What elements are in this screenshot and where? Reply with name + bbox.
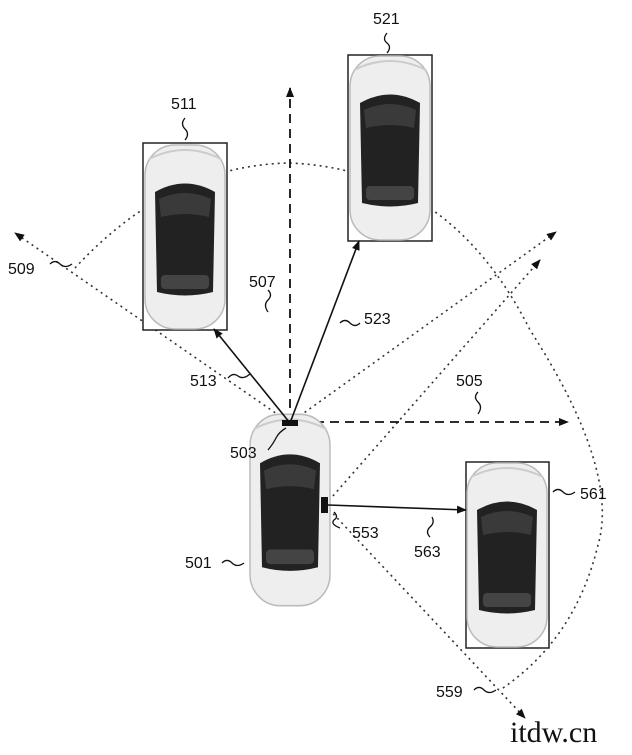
watermark: itdw.cn <box>510 716 597 749</box>
label-559: 559 <box>436 684 463 701</box>
vehicle-561 <box>465 461 550 649</box>
label-523: 523 <box>364 311 391 328</box>
label-501: 501 <box>185 555 212 572</box>
label-509: 509 <box>8 261 35 278</box>
vehicle-521 <box>347 54 433 242</box>
label-511: 511 <box>171 96 197 113</box>
side-lower-boundary-line <box>324 504 526 719</box>
detection-range-arc <box>74 162 604 691</box>
vehicle-511 <box>142 142 228 331</box>
label-503: 503 <box>230 445 257 462</box>
vector-to-521 <box>289 240 360 424</box>
vector-to-511 <box>213 328 291 424</box>
label-505: 505 <box>456 373 483 390</box>
side-sensor-553 <box>321 497 328 513</box>
vector-to-561 <box>327 504 467 514</box>
label-553: 553 <box>352 525 379 542</box>
label-507: 507 <box>249 274 276 291</box>
left-boundary-line <box>14 232 291 424</box>
label-563: 563 <box>414 544 441 561</box>
label-521: 521 <box>373 11 400 28</box>
leader-lines <box>49 32 576 694</box>
side-upper-boundary-line <box>324 259 541 506</box>
host-vehicle-501 <box>248 413 332 607</box>
right-boundary-line <box>289 231 557 424</box>
label-513: 513 <box>190 373 217 390</box>
label-561: 561 <box>580 486 607 503</box>
